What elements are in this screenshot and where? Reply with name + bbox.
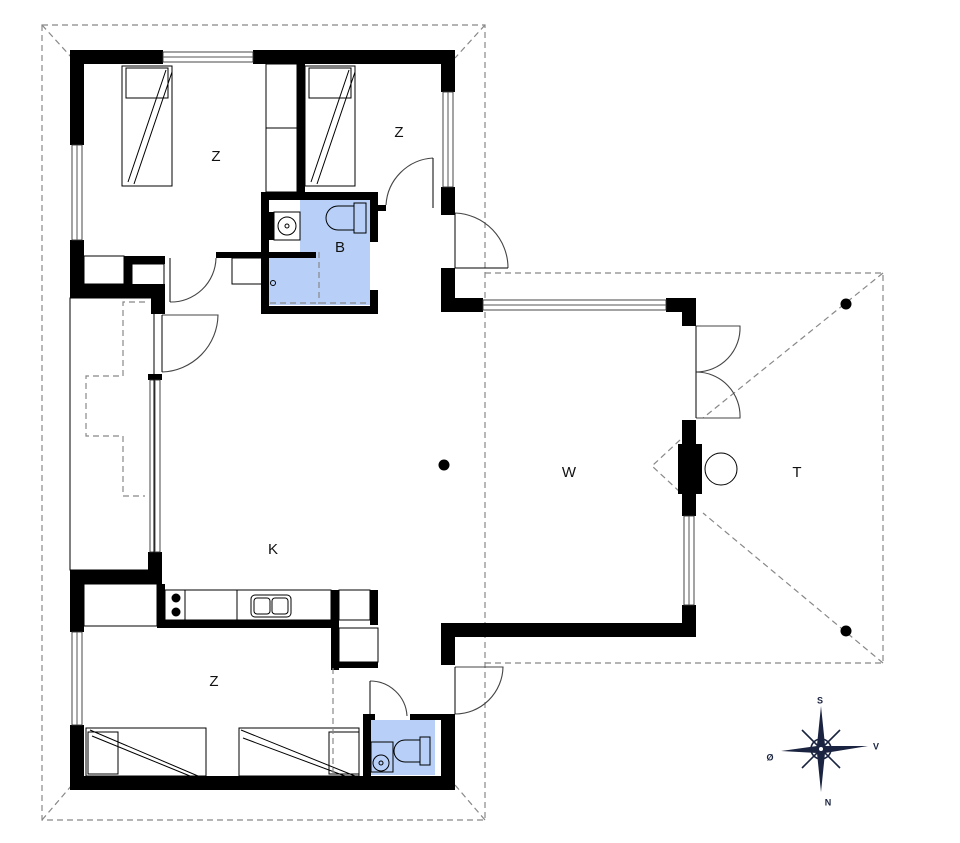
room-labels: Z Z B K W T Z xyxy=(209,124,801,690)
room-label-kitchen: K xyxy=(268,541,278,558)
post-marker xyxy=(840,625,852,637)
compass-label-bottom: N xyxy=(825,797,832,807)
bed xyxy=(85,727,207,777)
windows xyxy=(71,51,695,726)
compass-label-top: S xyxy=(817,695,823,705)
doors xyxy=(161,157,741,717)
room-label-bedroom-3: Z xyxy=(209,673,218,690)
compass-icon: S N Ø V xyxy=(766,695,879,807)
posts xyxy=(438,298,852,637)
post-marker xyxy=(438,459,450,471)
bed xyxy=(238,727,360,777)
bed xyxy=(304,65,356,187)
room-label-bedroom-1: Z xyxy=(211,148,220,165)
walls xyxy=(70,50,702,790)
compass-label-right: V xyxy=(873,741,879,751)
roof-outline xyxy=(41,24,884,821)
room-label-bathroom: B xyxy=(335,239,345,256)
wet-rooms xyxy=(268,200,435,775)
bed xyxy=(121,65,173,187)
post-marker xyxy=(840,298,852,310)
room-label-living-room: W xyxy=(562,464,577,481)
furniture xyxy=(69,63,738,777)
compass-label-left: Ø xyxy=(766,752,773,762)
room-label-bedroom-2: Z xyxy=(394,124,403,141)
room-label-terrace: T xyxy=(792,464,801,481)
